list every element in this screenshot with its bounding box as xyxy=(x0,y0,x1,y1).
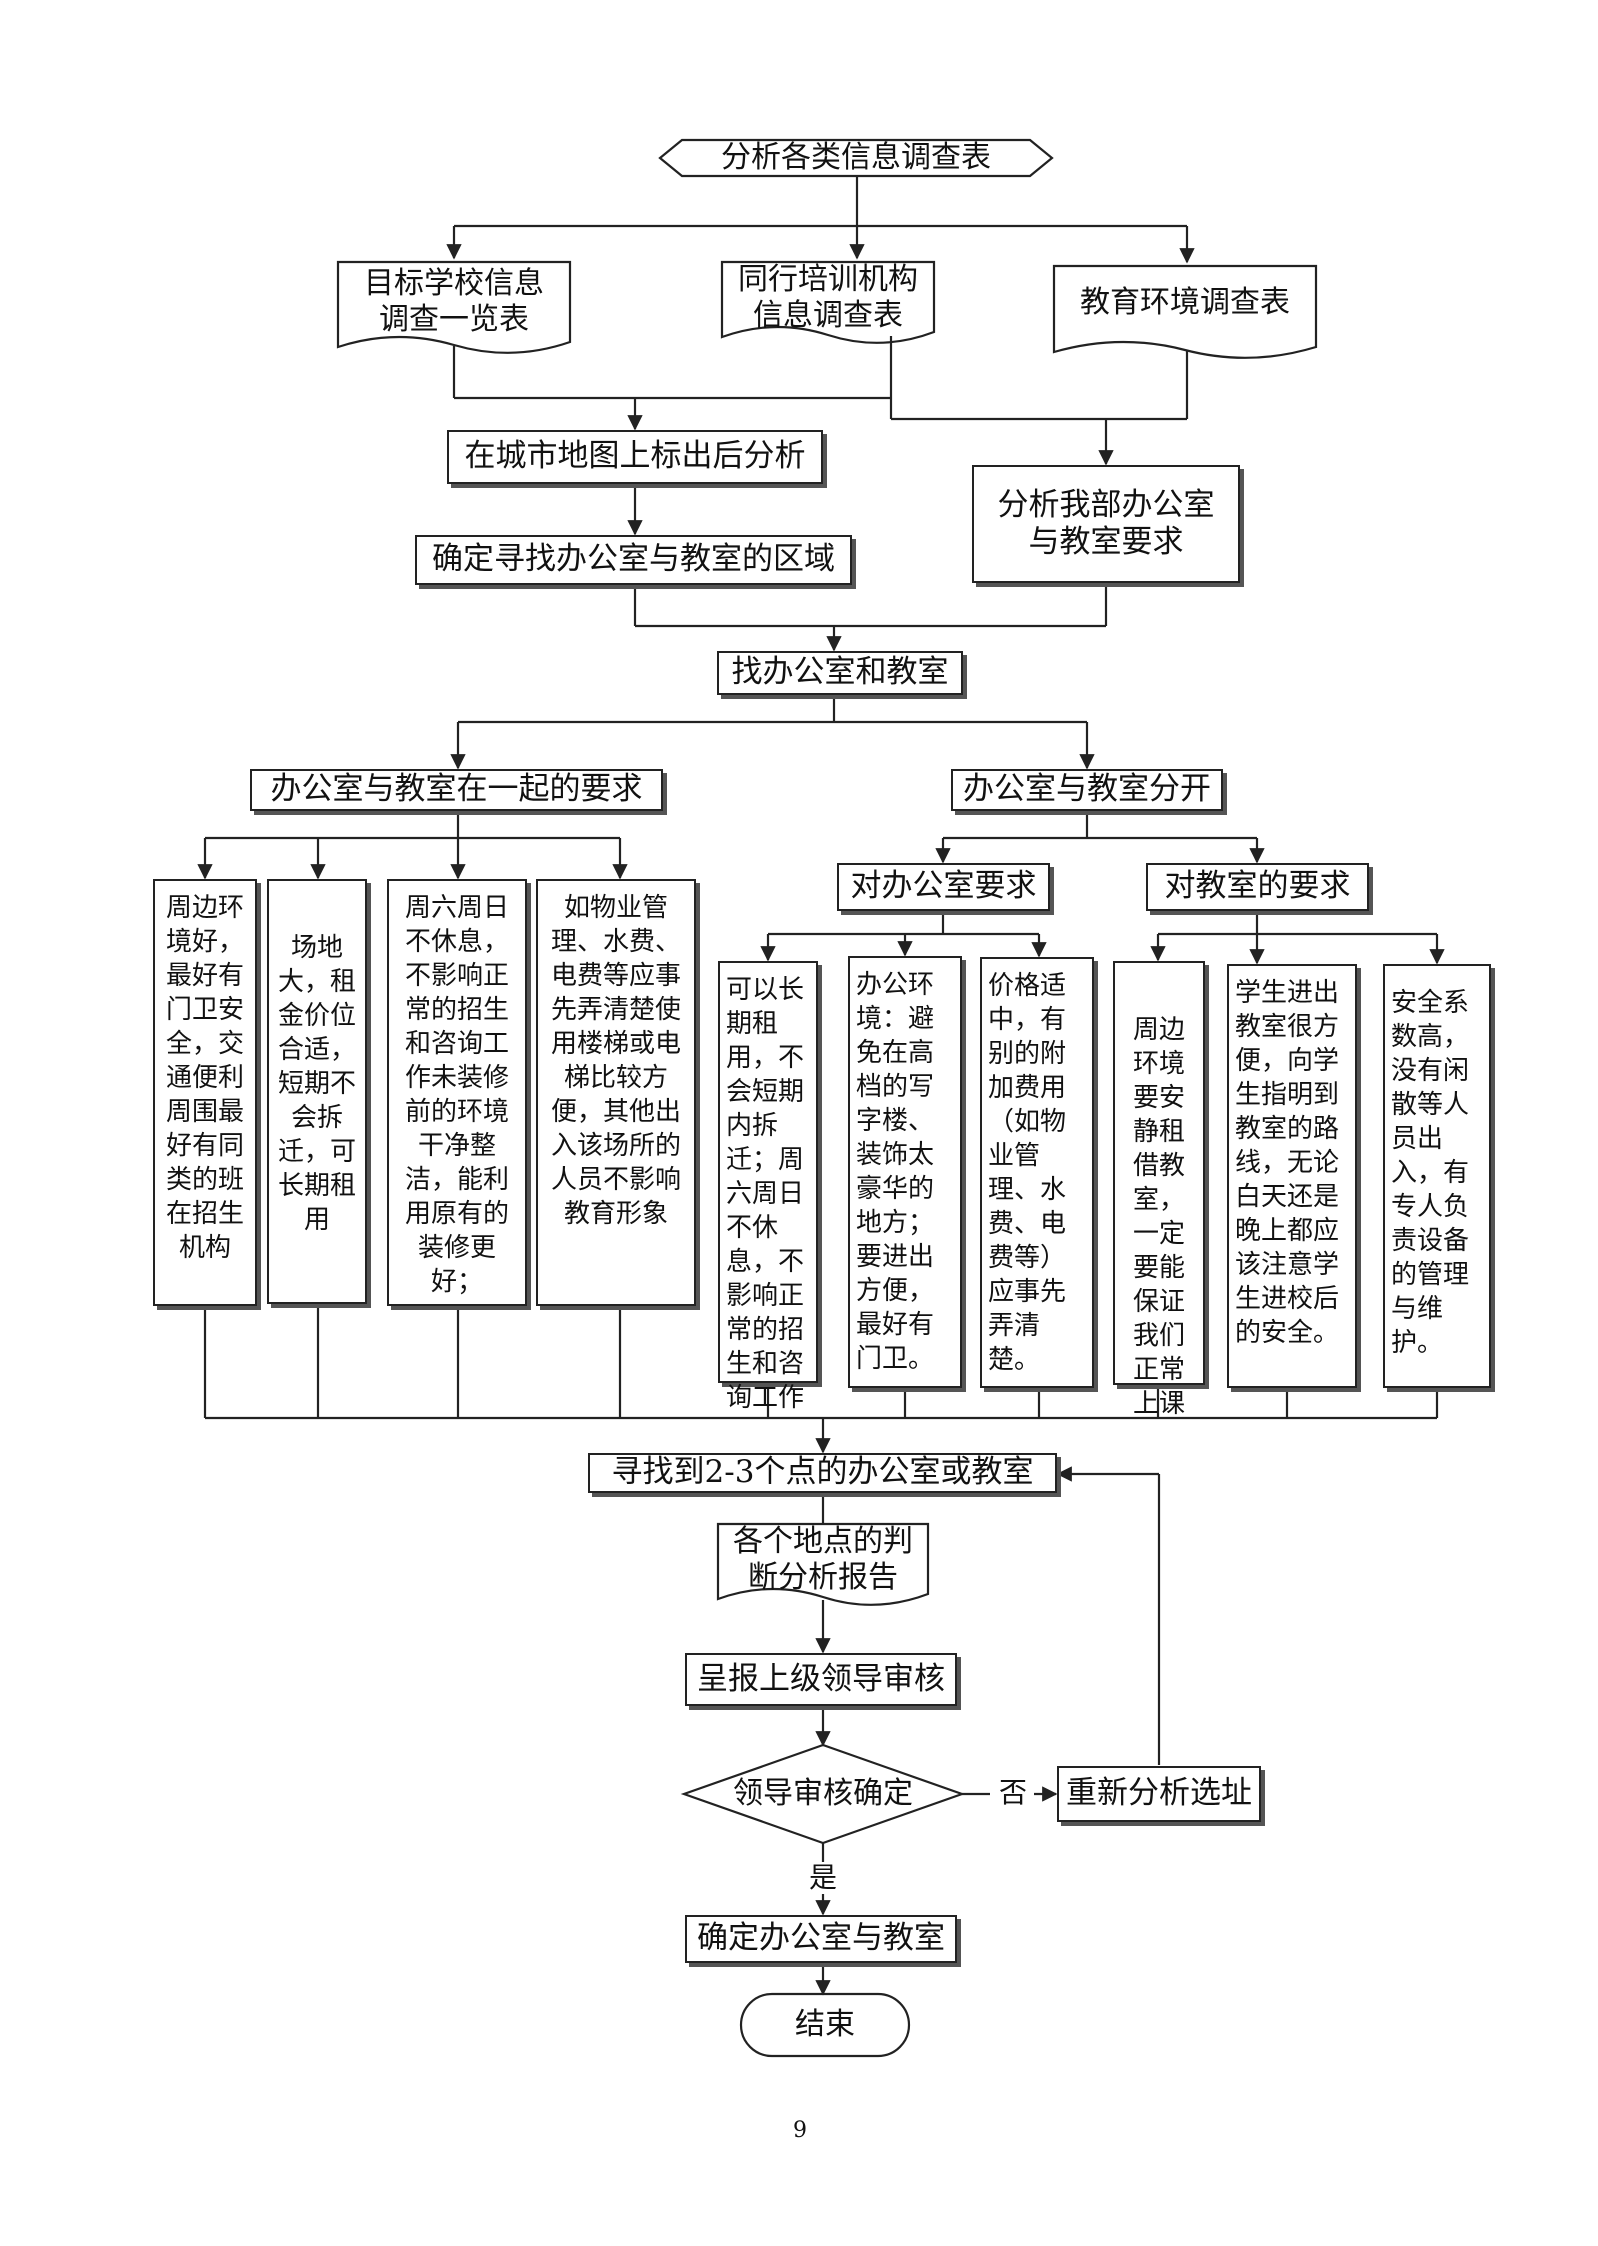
office-item-3: 价格适中，有别的附加费用（如物业管理、水费、电费等）应事先弄清楚。 xyxy=(980,957,1094,1388)
yes-label: 是 xyxy=(808,1861,837,1894)
start-node: 分析各类信息调查表 xyxy=(721,140,991,175)
doc-peer-training-shape xyxy=(720,260,936,344)
doc-education-env: 教育环境调查表 xyxy=(1080,285,1290,320)
classroom-item-3: 安全系数高，没有闲散等人员出入，有专人负责设备的管理与维护。 xyxy=(1383,964,1491,1388)
find-office-box: 找办公室和教室 xyxy=(717,651,963,695)
together-item-2: 场地大，租金价位合适，短期不会拆迁，可长期租用 xyxy=(267,879,367,1304)
doc-report-shape xyxy=(716,1522,930,1606)
start-hexagon-shape xyxy=(658,138,1054,178)
together-item-4: 如物业管理、水费、电费等应事先弄清楚使用楼梯或电梯比较方便，其他出入该场所的人员… xyxy=(536,879,696,1306)
doc-target-school: 目标学校信息 调查一览表 xyxy=(364,266,544,337)
decision-node: 领导审核确定 xyxy=(733,1776,913,1811)
doc-target-school-shape xyxy=(336,260,572,354)
no-label: 否 xyxy=(998,1776,1027,1809)
report-document: 各个地点的判 断分析报告 xyxy=(733,1524,913,1595)
office-item-1: 可以长期租用，不会短期内拆迁；周六周日不休息，不影响正常的招生和咨询工作 xyxy=(718,961,818,1413)
page-number: 9 xyxy=(793,2118,807,2143)
together-requirement-box: 办公室与教室在一起的要求 xyxy=(250,769,663,811)
submit-box: 呈报上级领导审核 xyxy=(685,1653,957,1706)
end-node: 结束 xyxy=(795,2007,855,2042)
doc-education-env-shape xyxy=(1052,264,1318,359)
find-points-box: 寻找到2-3个点的办公室或教室 xyxy=(588,1453,1057,1493)
office-requirements-box: 分析我部办公室 与教室要求 xyxy=(972,465,1240,583)
classroom-requirement-box: 对教室的要求 xyxy=(1146,863,1369,911)
separate-box: 办公室与教室分开 xyxy=(951,769,1223,811)
together-item-3: 周六周日不休息，不影响正常的招生和咨询工作未装修前的环境干净整洁，能利用原有的装… xyxy=(387,879,527,1306)
map-analysis-box: 在城市地图上标出后分析 xyxy=(447,430,823,484)
together-item-1: 周边环境好，最好有门卫安全，交通便利周围最好有同类的班在招生机构 xyxy=(153,879,257,1306)
office-requirement-box: 对办公室要求 xyxy=(837,863,1050,911)
office-item-2: 办公环境：避免在高档的写字楼、装饰太豪华的地方；要进出方便，最好有门卫。 xyxy=(848,956,962,1388)
confirm-box: 确定办公室与教室 xyxy=(685,1915,957,1963)
classroom-item-1: 周边环境要安静租借教室，一定要能保证我们正常上课 xyxy=(1113,961,1205,1419)
doc-peer-training: 同行培训机构 信息调查表 xyxy=(738,262,918,333)
determine-area-box: 确定寻找办公室与教室的区域 xyxy=(415,535,852,585)
classroom-item-2: 学生进出教室很方便，向学生指明到教室的路线，无论白天还是晚上都应该注意学生进校后… xyxy=(1227,964,1357,1388)
reanalyze-box: 重新分析选址 xyxy=(1057,1766,1261,1822)
